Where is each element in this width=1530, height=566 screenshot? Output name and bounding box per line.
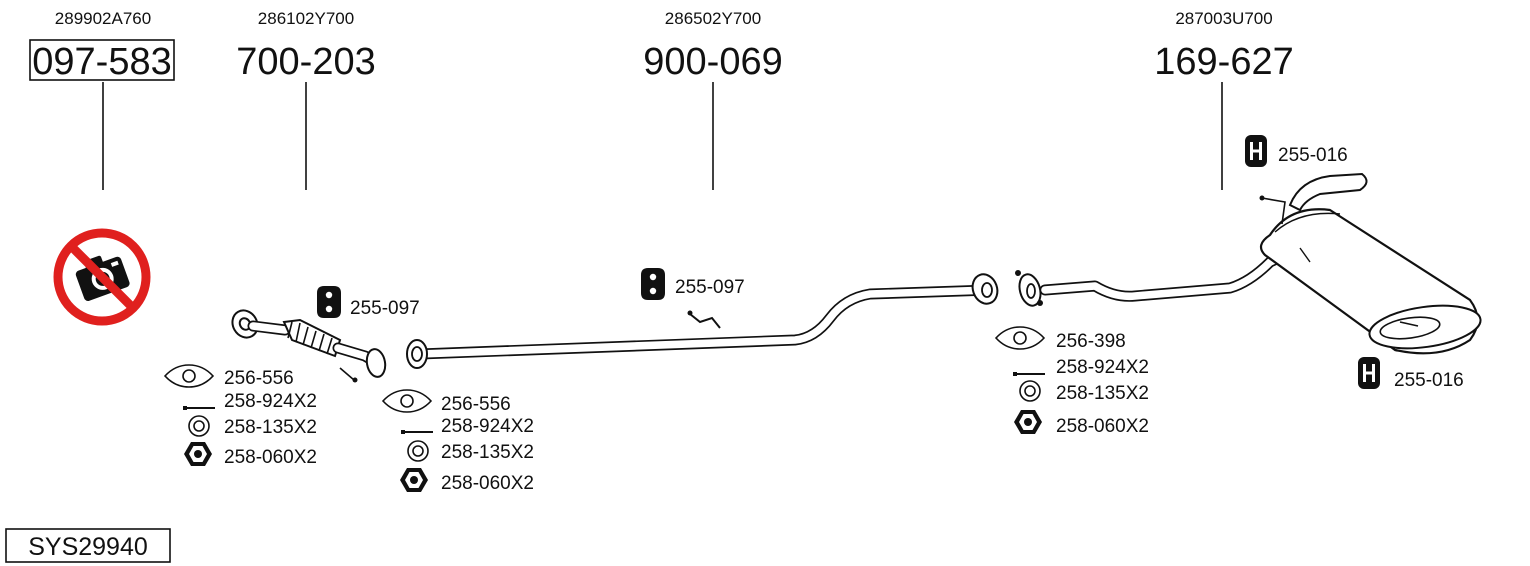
bolt-icon-c xyxy=(1013,372,1045,376)
part-number-3[interactable]: 900-069 xyxy=(643,41,782,83)
system-id-box xyxy=(5,528,171,563)
hanger-rear-bottom-label: 255-016 xyxy=(1394,370,1464,391)
bolt-c-label: 258-924X2 xyxy=(1056,357,1149,378)
rubber-hanger-icon-rear-bottom xyxy=(1358,357,1380,389)
washer-icon-b xyxy=(407,440,429,462)
washer-b-label: 258-135X2 xyxy=(441,442,534,463)
gasket-icon-a xyxy=(163,364,215,388)
hanger-mid-label: 255-097 xyxy=(675,277,745,298)
bolt-b-label: 258-924X2 xyxy=(441,416,534,437)
rear-muffler[interactable] xyxy=(1015,172,1483,355)
oem-number-2: 286102Y700 xyxy=(258,9,354,28)
nut-icon-c xyxy=(1014,410,1042,434)
nut-c-label: 258-060X2 xyxy=(1056,416,1149,437)
gasket-icon-b xyxy=(381,389,433,413)
part-number-1[interactable]: 097-583 xyxy=(32,41,171,83)
bolt-icon-b xyxy=(401,430,433,434)
system-id: SYS29940 xyxy=(28,533,148,561)
nut-a-label: 258-060X2 xyxy=(224,447,317,468)
washer-c-label: 258-135X2 xyxy=(1056,383,1149,404)
gasket-c-label: 256-398 xyxy=(1056,331,1126,352)
oem-number-4: 287003U700 xyxy=(1175,9,1272,28)
gasket-b-label: 256-556 xyxy=(441,394,511,415)
hanger-front-label: 255-097 xyxy=(350,298,420,319)
oem-number-3: 286502Y700 xyxy=(665,9,761,28)
nut-icon-a xyxy=(184,442,212,466)
no-photo-icon xyxy=(53,228,151,326)
part-number-box-1 xyxy=(29,39,175,81)
gasket-a-label: 256-556 xyxy=(224,368,294,389)
bolt-a-label: 258-924X2 xyxy=(224,391,317,412)
part-number-2[interactable]: 700-203 xyxy=(236,41,375,83)
center-pipe[interactable] xyxy=(406,271,1001,369)
oem-number-1: 289902A760 xyxy=(55,9,151,28)
washer-icon-c xyxy=(1019,380,1041,402)
bolt-icon-a xyxy=(183,406,215,410)
washer-icon-a xyxy=(188,415,210,437)
part-number-4[interactable]: 169-627 xyxy=(1154,41,1293,83)
front-flex-pipe[interactable] xyxy=(228,306,388,383)
rubber-hanger-icon-front xyxy=(317,286,341,318)
hanger-rear-top-label: 255-016 xyxy=(1278,145,1348,166)
washer-a-label: 258-135X2 xyxy=(224,417,317,438)
gasket-icon-c xyxy=(994,326,1046,350)
nut-icon-b xyxy=(400,468,428,492)
rubber-hanger-icon-rear-top xyxy=(1245,135,1267,167)
rubber-hanger-icon-mid xyxy=(641,268,665,300)
nut-b-label: 258-060X2 xyxy=(441,473,534,494)
